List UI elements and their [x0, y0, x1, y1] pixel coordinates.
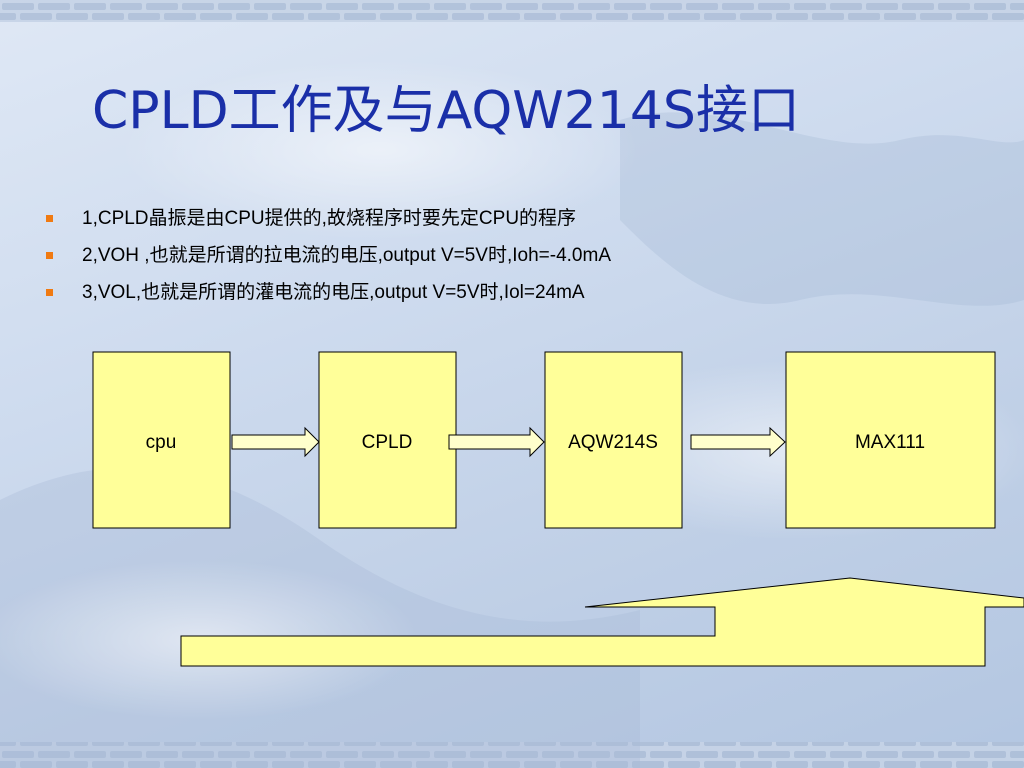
block-label: CPLD [362, 432, 413, 453]
block-cpld: CPLD [318, 351, 457, 529]
block-label: AQW214S [568, 432, 658, 453]
bullet-text: 2,VOH ,也就是所谓的拉电流的电压,output V=5V时,Ioh=-4.… [82, 245, 611, 266]
bullet-text: 1,CPLD晶振是由CPU提供的,故烧程序时要先定CPU的程序 [82, 208, 577, 229]
bullet-text: 3,VOL,也就是所谓的灌电流的电压,output V=5V时,Iol=24mA [82, 282, 585, 303]
bullet-item: 2,VOH ,也就是所谓的拉电流的电压,output V=5V时,Ioh=-4.… [46, 241, 611, 278]
block-max111: MAX111 [785, 351, 996, 529]
block-label: cpu [146, 432, 177, 453]
block-aqw214s: AQW214S [544, 351, 683, 529]
block-cpu: cpu [92, 351, 231, 529]
square-bullet-icon [46, 252, 53, 259]
block-label: MAX111 [855, 432, 925, 453]
square-bullet-icon [46, 289, 53, 296]
bullet-list: 1,CPLD晶振是由CPU提供的,故烧程序时要先定CPU的程序 2,VOH ,也… [46, 204, 611, 315]
bullet-item: 1,CPLD晶振是由CPU提供的,故烧程序时要先定CPU的程序 [46, 204, 611, 241]
right-arrow-icon [690, 426, 786, 458]
feedback-connector-shape [180, 577, 1024, 667]
square-bullet-icon [46, 215, 53, 222]
slide-title: CPLD工作及与AQW214S接口 [92, 81, 800, 141]
bullet-item: 3,VOL,也就是所谓的灌电流的电压,output V=5V时,Iol=24mA [46, 278, 611, 315]
right-arrow-icon [231, 426, 320, 458]
right-arrow-icon [448, 426, 545, 458]
